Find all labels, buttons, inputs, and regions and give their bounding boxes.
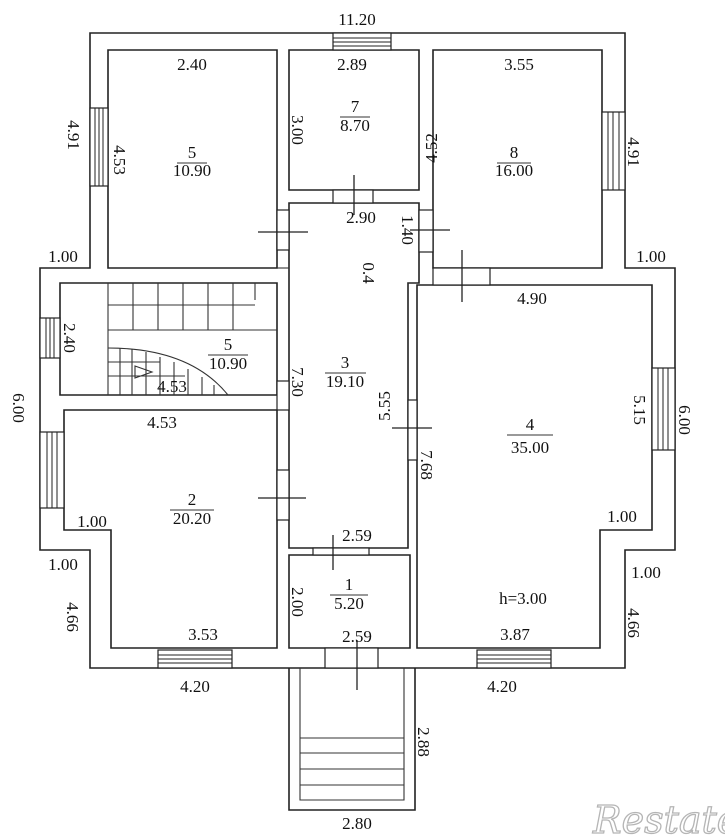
- room-1: 2.59 2.00 1 5.20 2.59: [288, 526, 372, 646]
- room-3-gap: 0.4: [359, 262, 378, 284]
- room-5-width: 4.53: [157, 377, 187, 396]
- window-room-2: [39, 431, 65, 509]
- room-4-height: 7.68: [417, 450, 436, 480]
- room-8-width: 3.55: [504, 55, 534, 74]
- room-3-width: 2.90: [346, 208, 376, 227]
- dim-right-top-height: 4.91: [624, 137, 643, 167]
- outer-wall-outline: [39, 32, 676, 669]
- room-8-height: 4.52: [422, 133, 441, 163]
- window-room-6: [89, 107, 109, 187]
- dim-overall-width: 11.20: [338, 10, 376, 29]
- dim-left-top-height: 4.91: [64, 120, 83, 150]
- room-6-area: 10.90: [173, 161, 211, 180]
- window-bottom-right: [476, 649, 552, 669]
- window-room-5: [39, 317, 61, 359]
- room-8-area: 16.00: [495, 161, 533, 180]
- room-6-width: 2.40: [177, 55, 207, 74]
- porch: [288, 668, 416, 811]
- room-5: 2.40 4.53 5 10.90: [60, 323, 248, 396]
- dim-right-step-top: 1.00: [636, 247, 666, 266]
- room-1-height: 2.00: [288, 587, 307, 617]
- room-7-number: 7: [351, 97, 360, 116]
- room-7-width: 2.89: [337, 55, 367, 74]
- room-8-number: 8: [510, 143, 519, 162]
- room-5-height: 2.40: [60, 323, 79, 353]
- room-2-area: 20.20: [173, 509, 211, 528]
- room-1-area: 5.20: [334, 594, 364, 613]
- room-1-width-bottom: 2.59: [342, 627, 372, 646]
- room-2: 4.53 1.00 3.53 2 20.20: [77, 413, 218, 644]
- window-room-8: [601, 111, 626, 191]
- room-7-area: 8.70: [340, 116, 370, 135]
- room-4-number: 4: [526, 415, 535, 434]
- room-7-height: 3.00: [288, 115, 307, 145]
- window-top: [332, 32, 392, 51]
- room-6-number: 5: [188, 143, 197, 162]
- room-4-area: 35.00: [511, 438, 549, 457]
- room-4: 4.90 5.55 7.68 5.15 1.00 3.87 4 35.00 h=…: [375, 289, 649, 644]
- room-1-outline: [288, 554, 411, 649]
- room-2-bottom-width: 3.53: [188, 625, 218, 644]
- room-7: 2.89 3.00 7 8.70: [288, 55, 370, 145]
- dim-bottom-left-width: 4.20: [180, 677, 210, 696]
- dim-porch-length: 2.88: [414, 727, 433, 757]
- room-8: 3.55 4.52 8 16.00 1.40: [398, 55, 534, 245]
- room-4-step: 1.00: [607, 507, 637, 526]
- window-bottom-left: [157, 649, 233, 669]
- room-3-area: 19.10: [326, 372, 364, 391]
- dim-left-step-bottom: 1.00: [48, 555, 78, 574]
- room-4-width: 4.90: [517, 289, 547, 308]
- room-2-width: 4.53: [147, 413, 177, 432]
- room-3-number: 3: [341, 353, 350, 372]
- room-4-bottom-width: 3.87: [500, 625, 530, 644]
- room-3: 2.90 0.4 7.30 3 19.10: [288, 208, 378, 397]
- room-4-ceiling-height: h=3.00: [499, 589, 547, 608]
- room-6-height: 4.53: [110, 145, 129, 175]
- dim-right-step-bottom: 1.00: [631, 563, 661, 582]
- dim-bottom-right-width: 4.20: [487, 677, 517, 696]
- room-8-outline: [432, 49, 603, 269]
- room-1-number: 1: [345, 575, 354, 594]
- dim-left-middle-height: 6.00: [9, 393, 28, 423]
- window-room-4: [651, 367, 676, 451]
- watermark-logo: Restate: [592, 798, 725, 838]
- room-4-outline: [416, 284, 653, 649]
- door-markers: [258, 175, 491, 690]
- room-2-step: 1.00: [77, 512, 107, 531]
- room-6: 2.40 4.53 5 10.90: [110, 55, 211, 180]
- room-5-area: 10.90: [209, 354, 247, 373]
- dim-porch-width: 2.80: [342, 814, 372, 833]
- room-4-window-dim: 5.15: [630, 395, 649, 425]
- room-4-door-dim: 5.55: [375, 391, 394, 421]
- room-8-door-dim: 1.40: [398, 215, 417, 245]
- room-3-height: 7.30: [288, 367, 307, 397]
- dim-right-bottom-height: 4.66: [624, 608, 643, 638]
- room-1-width-top: 2.59: [342, 526, 372, 545]
- dim-left-bottom-height: 4.66: [63, 602, 82, 632]
- room-2-number: 2: [188, 490, 197, 509]
- dim-right-middle-height: 6.00: [675, 405, 694, 435]
- dim-left-step-top: 1.00: [48, 247, 78, 266]
- room-5-number: 5: [224, 335, 233, 354]
- staircase: [107, 283, 277, 396]
